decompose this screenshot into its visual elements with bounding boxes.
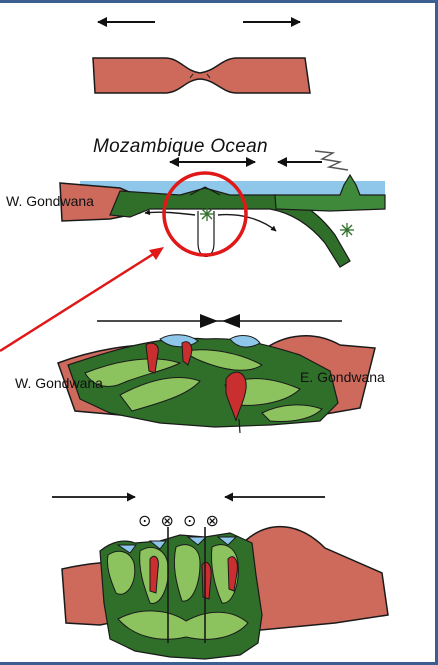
tectonic-evolution-figure (0, 3, 438, 665)
callout-pointer-arrow (0, 247, 164, 351)
into-page-symbol: ⊗ (206, 511, 221, 530)
ridge-melt-star (200, 207, 214, 221)
arc-melt-star (340, 223, 354, 237)
ocean-label: Mozambique Ocean (93, 136, 268, 158)
into-page-symbol: ⊗ (161, 511, 176, 530)
earthquake-squiggle (315, 151, 348, 170)
west-gondwana-middle-label: W. Gondwana (15, 375, 103, 391)
west-gondwana-upper-label: W. Gondwana (6, 193, 94, 209)
out-of-page-symbol: ⊙ (183, 511, 198, 530)
out-of-page-symbol: ⊙ (138, 511, 153, 530)
east-continent-slab (245, 527, 388, 631)
motion-symbols: ⊙ ⊗ ⊙ ⊗ (138, 511, 221, 530)
east-gondwana-label: E. Gondwana (300, 369, 385, 385)
rifting-continent (93, 58, 310, 93)
mantle-flow-left-arrow (145, 212, 195, 215)
stage-rifting (93, 22, 310, 93)
